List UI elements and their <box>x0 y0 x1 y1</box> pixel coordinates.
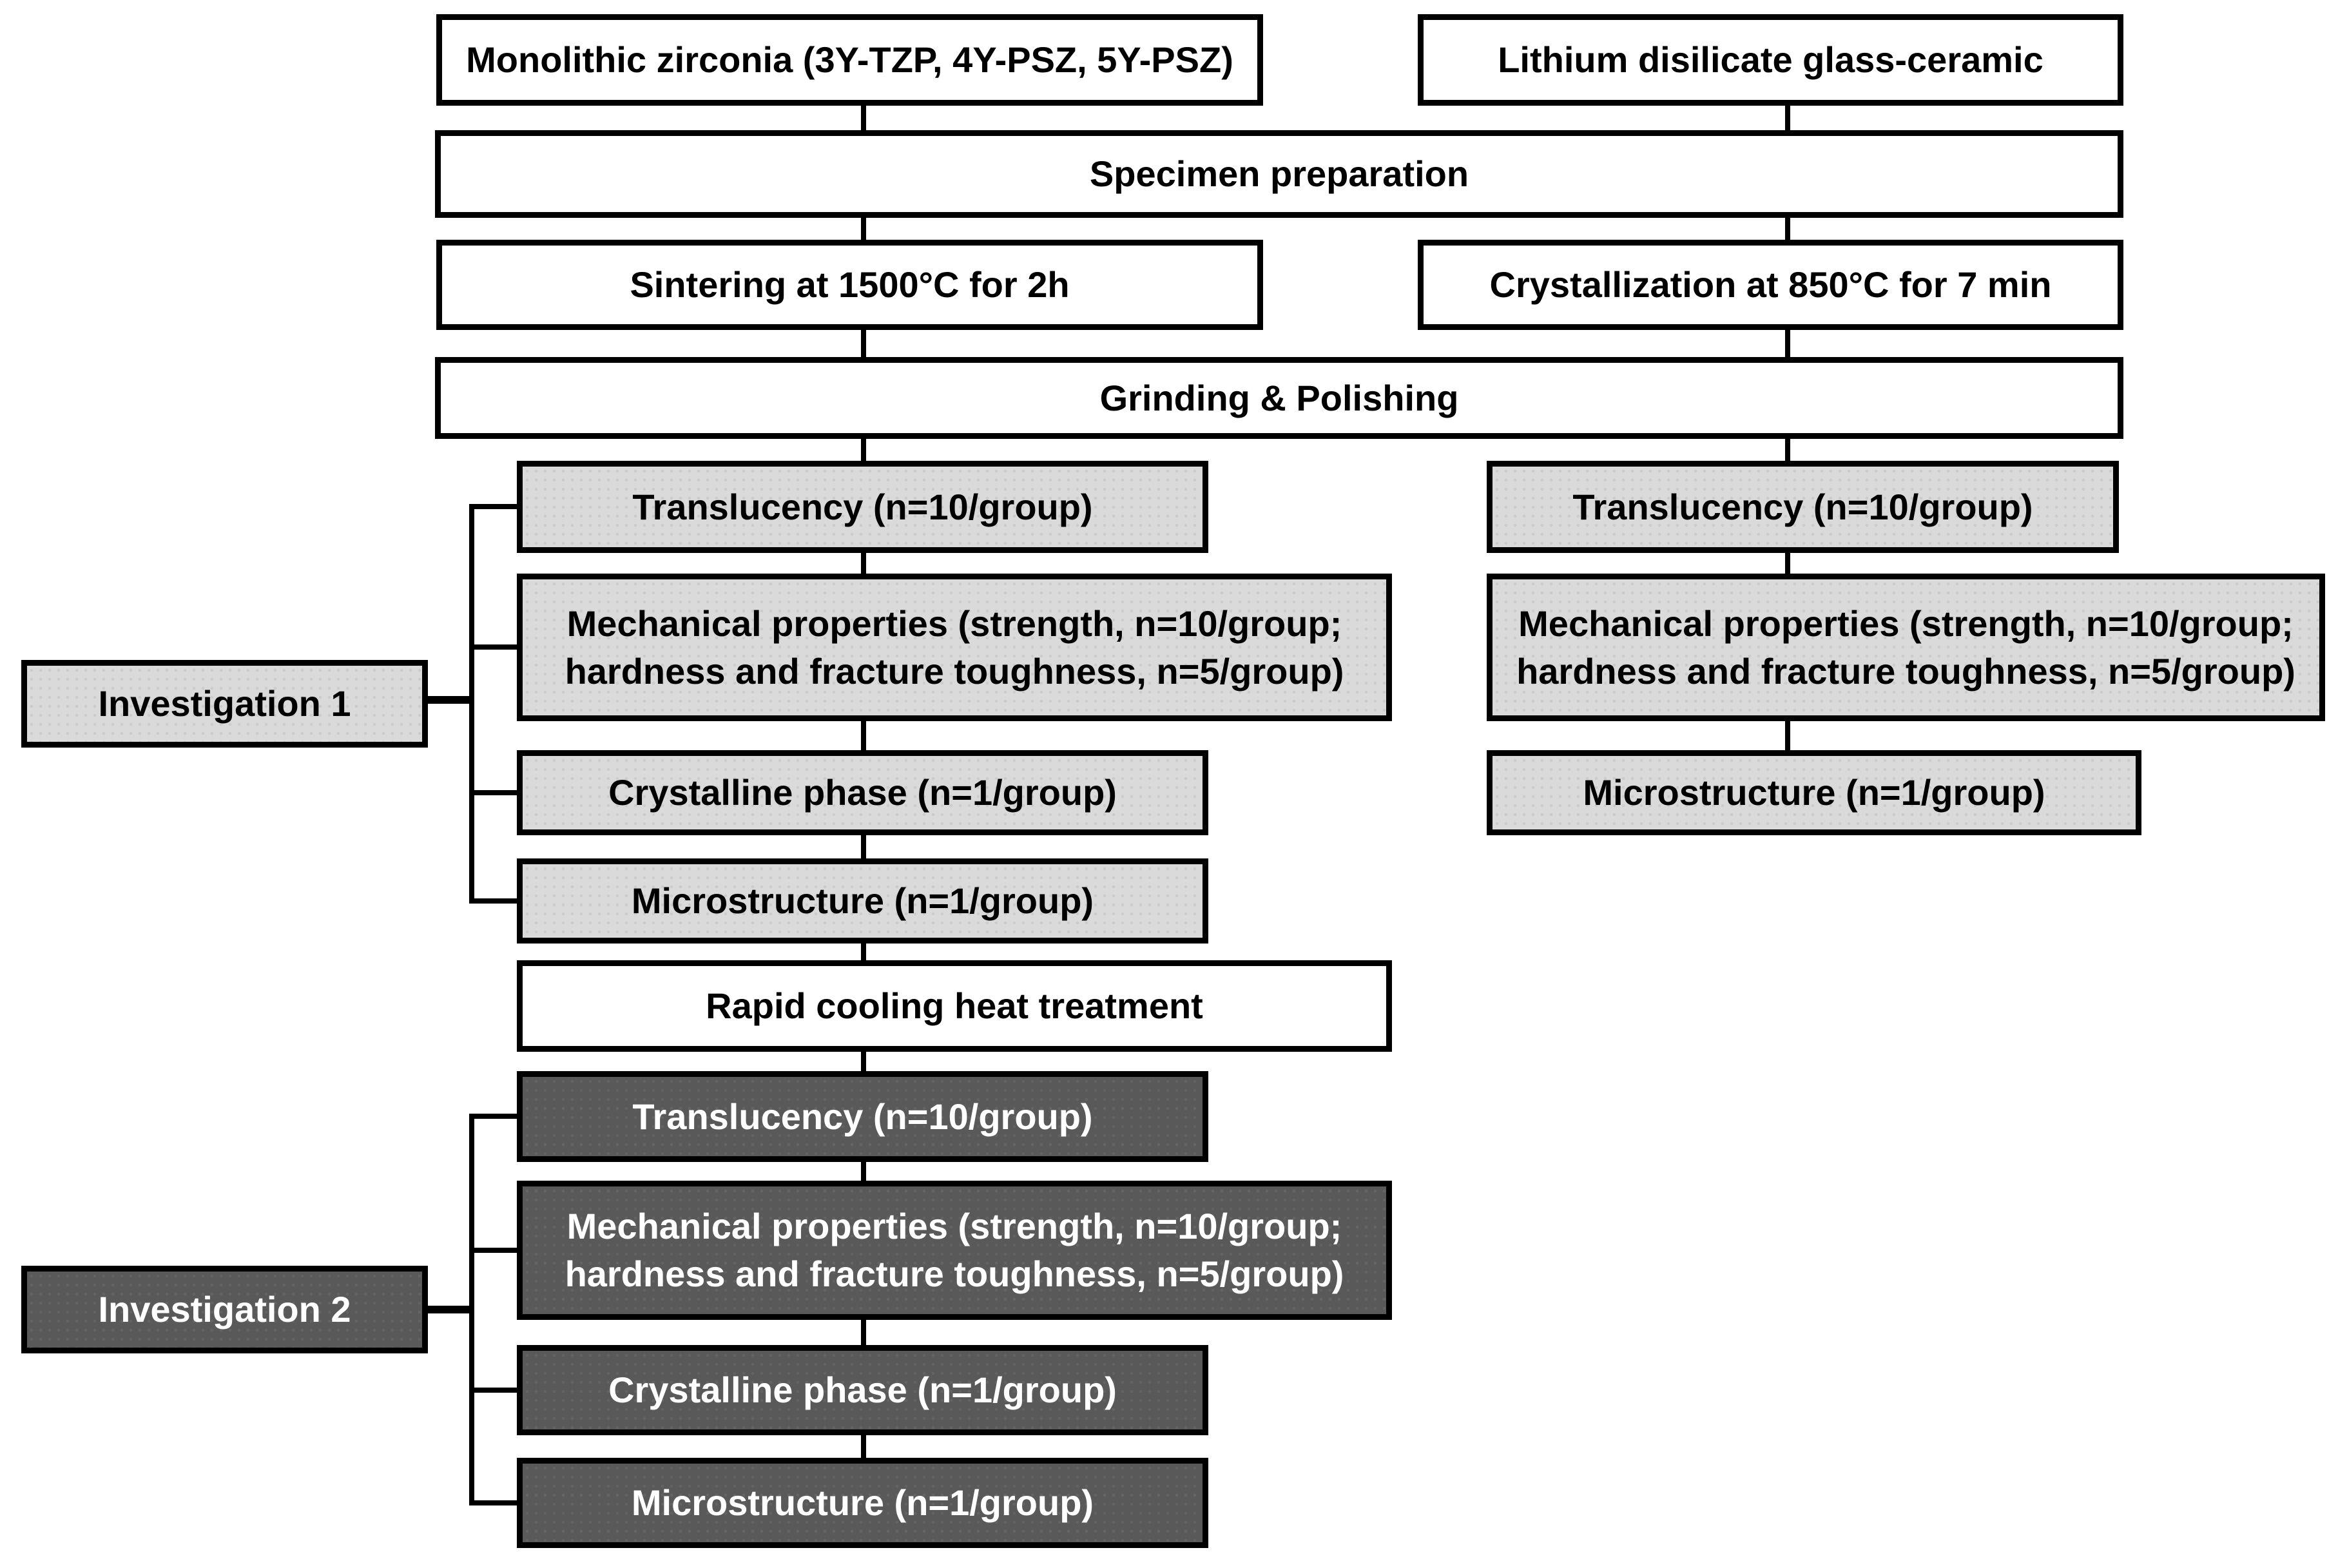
flow-connector-right-1 <box>1785 106 1790 130</box>
label-investigation-2: Investigation 2 <box>21 1266 428 1353</box>
box-inv1-zirconia-translucency: Translucency (n=10/group) <box>517 461 1208 553</box>
investigation1-bracket-vertical <box>469 504 474 904</box>
investigation2-bracket-stub-4 <box>469 1500 517 1505</box>
flow-connector-left-5 <box>861 553 866 574</box>
box-inv2-microstructure: Microstructure (n=1/group) <box>517 1458 1208 1548</box>
investigation2-bracket-stub-3 <box>469 1388 517 1393</box>
box-inv1-zirconia-crystalline-phase: Crystalline phase (n=1/group) <box>517 750 1208 835</box>
box-rapid-cooling-heat-treatment: Rapid cooling heat treatment <box>517 960 1392 1052</box>
flow-connector-left-12 <box>861 1435 866 1458</box>
box-inv1-lithium-translucency: Translucency (n=10/group) <box>1487 461 2119 553</box>
box-inv1-zirconia-microstructure: Microstructure (n=1/group) <box>517 858 1208 944</box>
investigation1-link <box>425 696 474 704</box>
investigation2-bracket-stub-1 <box>469 1114 517 1119</box>
investigation1-bracket-stub-4 <box>469 898 517 904</box>
box-specimen-preparation: Specimen preparation <box>435 130 2123 218</box>
flow-connector-left-6 <box>861 721 866 750</box>
flow-connector-left-3 <box>861 330 866 357</box>
flow-connector-right-4 <box>1785 439 1790 461</box>
flow-connector-right-3 <box>1785 330 1790 357</box>
box-inv2-translucency: Translucency (n=10/group) <box>517 1071 1208 1162</box>
investigation1-bracket-stub-3 <box>469 790 517 795</box>
box-monolithic-zirconia: Monolithic zirconia (3Y-TZP, 4Y-PSZ, 5Y-… <box>436 14 1263 106</box>
box-inv1-lithium-microstructure: Microstructure (n=1/group) <box>1487 750 2141 835</box>
investigation1-bracket-stub-2 <box>469 644 517 650</box>
flow-connector-left-8 <box>861 944 866 960</box>
box-inv2-crystalline-phase: Crystalline phase (n=1/group) <box>517 1345 1208 1435</box>
box-grinding-polishing: Grinding & Polishing <box>435 357 2123 439</box>
flow-connector-left-4 <box>861 439 866 461</box>
box-sintering: Sintering at 1500°C for 2h <box>436 240 1263 330</box>
box-inv2-mechanical: Mechanical properties (strength, n=10/gr… <box>517 1181 1392 1320</box>
investigation2-link <box>425 1306 474 1313</box>
box-inv1-zirconia-mechanical: Mechanical properties (strength, n=10/gr… <box>517 574 1392 721</box>
flow-connector-right-5 <box>1785 553 1790 574</box>
box-inv1-lithium-mechanical: Mechanical properties (strength, n=10/gr… <box>1487 574 2325 721</box>
flow-connector-right-6 <box>1785 721 1790 750</box>
investigation2-bracket-stub-2 <box>469 1248 517 1253</box>
investigation1-bracket-stub-1 <box>469 504 517 509</box>
flow-connector-left-2 <box>861 218 866 240</box>
box-lithium-disilicate: Lithium disilicate glass-ceramic <box>1418 14 2123 106</box>
flow-connector-left-1 <box>861 106 866 130</box>
flow-connector-left-9 <box>861 1052 866 1071</box>
flow-connector-left-11 <box>861 1320 866 1345</box>
label-investigation-1: Investigation 1 <box>21 660 428 748</box>
flow-connector-left-7 <box>861 835 866 858</box>
flow-connector-right-2 <box>1785 218 1790 240</box>
box-crystallization: Crystallization at 850°C for 7 min <box>1418 240 2123 330</box>
flow-connector-left-10 <box>861 1162 866 1181</box>
